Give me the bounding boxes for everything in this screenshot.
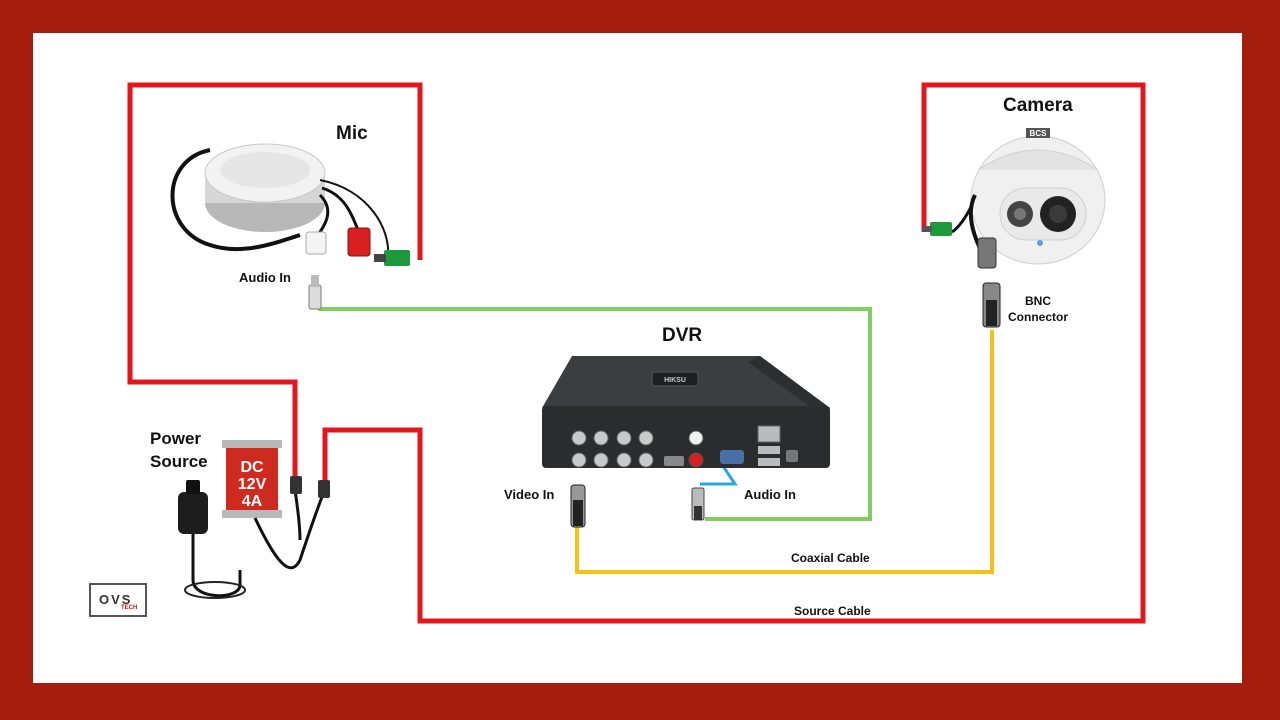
power-source-label-line1: Power bbox=[150, 429, 202, 448]
microphone-device bbox=[170, 143, 410, 310]
ovs-tech-logo: OVS TECH bbox=[89, 583, 147, 617]
power-label-line1: DC bbox=[240, 459, 264, 476]
power-label-line2: 12V bbox=[238, 476, 267, 493]
power-label-line3: 4A bbox=[242, 493, 263, 510]
audio-cable-wire bbox=[318, 307, 872, 521]
mic-power-wire bbox=[127, 82, 423, 478]
camera-device bbox=[922, 128, 1106, 328]
dvr-device bbox=[542, 356, 830, 528]
power-source-label: Power Source bbox=[150, 427, 208, 473]
dvr-label: DVR bbox=[662, 325, 703, 346]
coaxial-cable-label: Coaxial Cable bbox=[791, 551, 870, 565]
power-source-label-line2: Source bbox=[150, 452, 208, 471]
bnc-connector-label-line2: Connector bbox=[1008, 310, 1068, 324]
camera-label: Camera bbox=[1003, 95, 1073, 116]
logo-main-text: OVS bbox=[99, 592, 133, 607]
camera-brand: BCS bbox=[1030, 129, 1048, 138]
power-source-device bbox=[178, 440, 330, 599]
bnc-connector-label: BNC Connector bbox=[1002, 293, 1074, 325]
bnc-connector-label-line1: BNC bbox=[1025, 294, 1051, 308]
source-cable-wire bbox=[322, 82, 1146, 624]
logo-sub-text: TECH bbox=[121, 605, 138, 611]
source-cable-label: Source Cable bbox=[794, 604, 871, 618]
dvr-audio-in-label: Audio In bbox=[744, 487, 796, 502]
mic-audio-in-label: Audio In bbox=[239, 270, 291, 285]
dvr-video-in-label: Video In bbox=[504, 487, 555, 502]
mic-label: Mic bbox=[336, 123, 368, 144]
coaxial-cable-wire bbox=[575, 330, 994, 574]
dvr-brand: HIKSU bbox=[664, 377, 686, 384]
